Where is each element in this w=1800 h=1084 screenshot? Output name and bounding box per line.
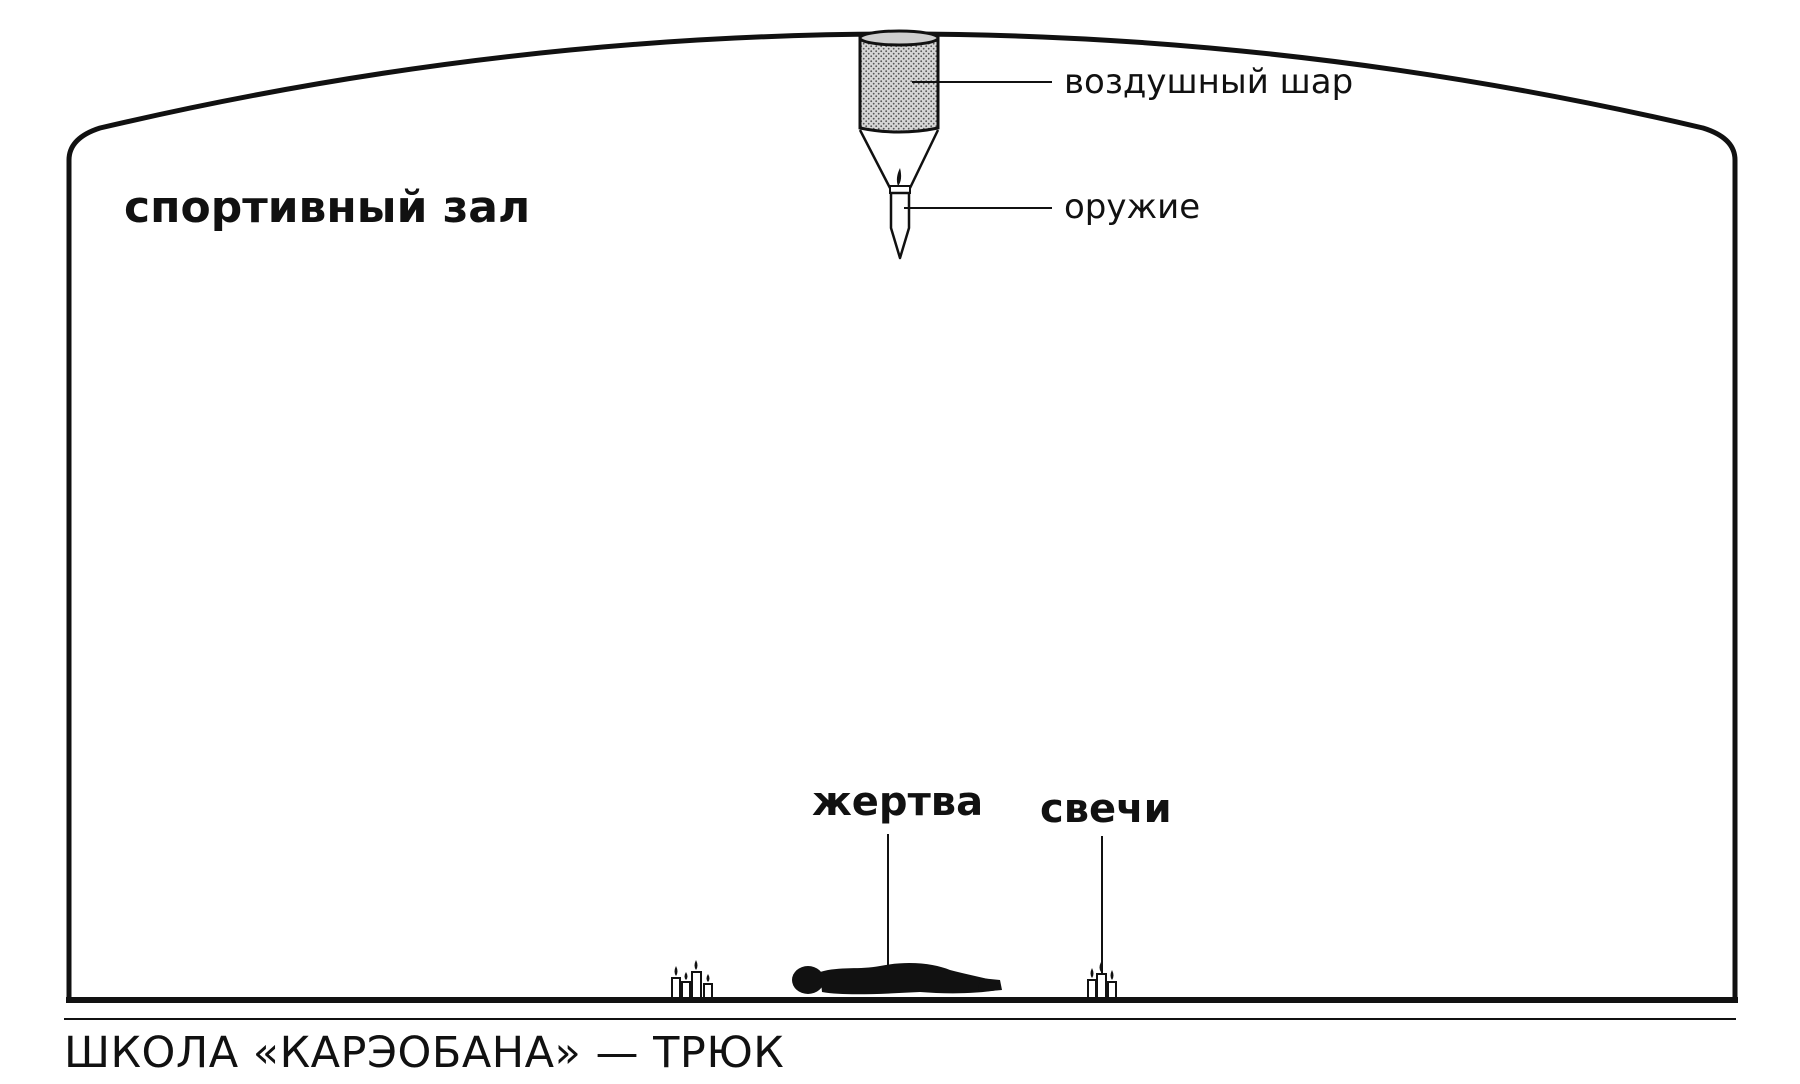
balloon-top [858,29,940,47]
balloon-label: воздушный шар [1064,62,1353,102]
candle [681,981,691,999]
victim-silhouette [792,963,1002,995]
weapon-label: оружие [1064,187,1200,227]
candle [1107,981,1117,999]
balloon-cone [858,129,940,189]
candle [671,977,681,999]
flame [1090,968,1094,978]
flame [1110,970,1114,980]
victim-body [820,963,1000,995]
balloon [858,29,940,189]
candle-flames-left [674,960,710,982]
flame [706,974,710,982]
candle [1087,979,1097,999]
victim-head [792,966,824,994]
candle [1096,973,1107,999]
weapon [889,168,911,260]
flame [694,960,698,970]
victim-feet [978,978,1002,992]
flame [684,972,688,980]
victim-label: жертва [812,779,983,825]
flame [674,966,678,976]
weapon-blade [889,191,911,260]
candle [703,983,713,999]
candle-flames-right [1090,962,1114,980]
balloon-body [858,36,940,134]
weapon-handle-flame [896,168,902,186]
figure-caption: ШКОЛА «КАРЭОБАНА» — ТРЮК [64,1028,785,1078]
candles-left [671,971,713,999]
hall-label: спортивный зал [124,182,530,233]
gym-hall-outline [66,31,1738,1000]
flame [1099,962,1103,972]
candles-label: свечи [1040,786,1172,832]
candles-right [1087,973,1117,999]
candle [691,971,702,999]
